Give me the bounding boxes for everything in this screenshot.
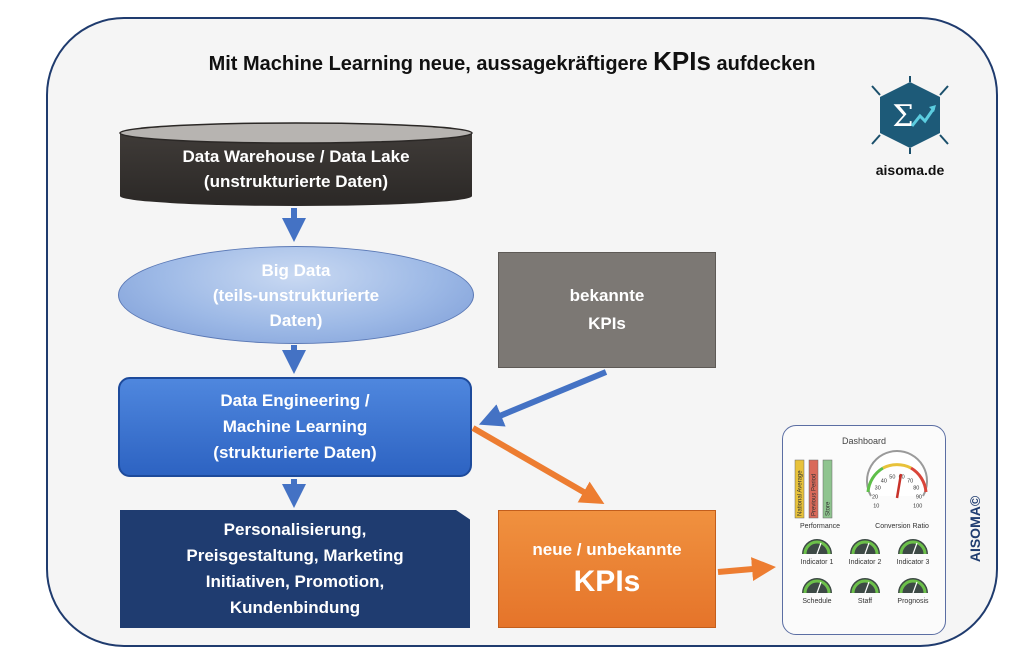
big-data-node: Big Data (teils-unstrukturierte Daten) [118,246,474,344]
indicator-gauge [802,578,832,594]
dashboard-title: Dashboard [841,436,887,446]
output-actions-node: Personalisierung, Preisgestaltung, Marke… [120,510,470,628]
indicator-3-label: Indicator 3 [896,559,930,566]
performance-bar-label: National Average [798,470,804,516]
svg-text:Σ: Σ [892,99,913,134]
gauge-tick-label: 20 [872,494,878,500]
gauge-tick-label: 50 [889,474,895,480]
performance-bar-label: Previous Period [812,474,818,516]
data-warehouse-label: Data Warehouse / Data Lake (unstrukturie… [182,147,410,191]
arrow-new-to-dashboard [717,557,776,581]
gauge-tick-label: 90 [916,494,922,500]
staff-label: Staff [857,598,873,605]
prognosis-label: Prognosis [897,598,929,605]
page-title: Mit Machine Learning neue, aussagekräfti… [208,46,816,76]
indicator-gauge [898,539,928,555]
indicator-gauge [898,578,928,594]
gauge-tick-label: 70 [907,478,913,484]
watermark: AISOMA© [967,495,983,563]
indicator-gauge [802,539,832,555]
performance-bar [822,459,833,519]
sigma-arrow-hexagon-icon: Σ [871,76,949,154]
indicator-gauges [802,539,928,594]
performance-bar [808,459,819,519]
gauge-tick-label: 100 [913,504,922,510]
arrow-de-to-new [471,425,605,505]
conversion-ratio-label: Conversion Ratio [875,523,929,530]
arrow-known-to-de [478,369,608,427]
gauge-tick-label: 30 [875,485,881,491]
conversion-gauge: 102030405060708090100 [866,450,928,510]
data-engineering-node: Data Engineering / Machine Learning (str… [118,377,472,477]
indicator-gauge [850,578,880,594]
indicator-1-label: Indicator 1 [800,559,834,566]
performance-label: Performance [799,523,841,530]
dashboard-panel: Dashboard National Average Previous Perio… [782,425,946,635]
performance-bar [794,459,805,519]
performance-bar-label: Store [826,501,832,516]
gauge-tick-label: 10 [873,504,879,510]
known-kpis-node: bekannte KPIs [498,252,716,368]
new-kpis-node: neue / unbekannte KPIs [498,510,716,628]
logo-text: aisoma.de [875,162,945,178]
schedule-label: Schedule [802,598,832,605]
indicator-2-label: Indicator 2 [848,559,882,566]
gauge-tick-label: 40 [881,478,887,484]
indicator-gauge [850,539,880,555]
gauge-tick-label: 80 [913,485,919,491]
